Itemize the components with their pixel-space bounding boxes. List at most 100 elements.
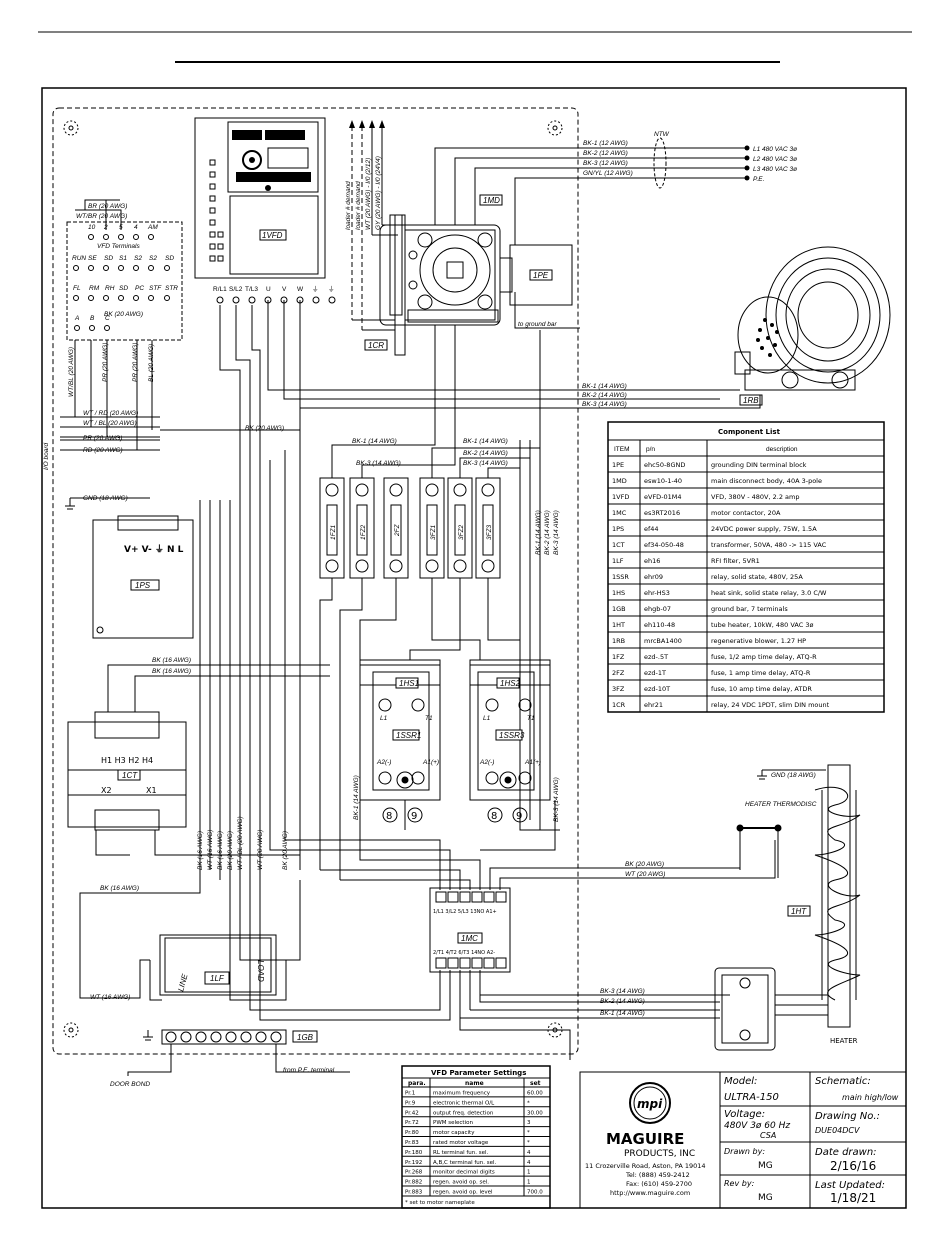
table-cell: ground bar, 7 terminals [711, 605, 788, 613]
svg-text:PC: PC [135, 285, 144, 292]
wire-label-bk14-3b: BK-3 (14 AWG) [356, 460, 401, 467]
wire-label-wtbr: WT/BR (20 AWG) [76, 213, 127, 220]
vfd-params-header-name: name [465, 1080, 484, 1087]
table-cell: 1LF [612, 557, 624, 565]
hs1-label: 1HS1 [399, 679, 419, 688]
vfd-bus-terminals [216, 296, 336, 304]
table-cell: ehc50-8GND [644, 461, 685, 469]
arrow-icon [349, 120, 385, 128]
signal-label-3: WT (20 AWG) - I/0 (2/12) [365, 158, 372, 230]
table-cell: Pr.268 [405, 1170, 423, 1176]
table-cell: 1HT [612, 621, 625, 629]
fuse-wires [319, 325, 541, 880]
drawing-value: DUE04DCV [815, 1126, 860, 1135]
table-cell: electronic thermal O/L [433, 1100, 495, 1106]
lf-line: LINE [176, 972, 189, 992]
fuse-2fz: 2FZ [394, 523, 401, 537]
wire-label-bk14-3: BK-3 (14 AWG) [582, 401, 627, 408]
voltage-value-2: CSA [760, 1131, 776, 1140]
ct-h-labels: H1 H3 H2 H4 [101, 756, 153, 765]
vfd-bus-r: R/L1 [213, 286, 227, 293]
wire-label-ssr-bk1: BK-1 (14 AWG) [353, 775, 360, 820]
mc-bot-terms: 2/T1 4/T2 6/T3 14NO A2- [433, 950, 495, 956]
table-cell: heat sink, solid state relay, 3.0 C/W [711, 589, 827, 597]
table-cell: relay, solid state, 480V, 25A [711, 573, 803, 581]
svg-text:RH: RH [105, 285, 115, 292]
vfd-params-header-para: para. [408, 1080, 426, 1087]
ssr1-t1: T1 [425, 715, 433, 722]
wire-label-bk16-1: BK (16 AWG) [152, 657, 191, 664]
svg-text:SE: SE [88, 255, 97, 262]
ct-x1: X1 [146, 786, 157, 795]
component-list-header-item: ITEM [614, 446, 630, 453]
table-cell: main disconnect body, 40A 3-pole [711, 477, 822, 485]
wire-label-v-bk1: BK-1 (14 AWG) [535, 510, 542, 555]
table-cell: ezd-1T [644, 669, 666, 677]
vfd-terminals-title: VFD Terminals [97, 243, 140, 250]
svg-text:RUN: RUN [72, 255, 86, 262]
ssr1-n9: 9 [411, 811, 417, 822]
wire-label-bk16-v2: BK (16 AWG) [217, 831, 224, 870]
table-cell: eh110-48 [644, 621, 675, 629]
table-cell: PWM selection [433, 1120, 473, 1126]
heater-junction-box [714, 967, 828, 1051]
tube-heater [814, 764, 861, 1028]
wire-label-bk16-3: BK (16 AWG) [100, 885, 139, 892]
table-cell: 1MD [612, 477, 627, 485]
wire-label-br: BR (20 AWG) [88, 203, 127, 210]
ct-wires [95, 664, 330, 856]
updated-label: Last Updated: [815, 1180, 885, 1191]
table-cell: ezd-.5T [644, 653, 668, 661]
ht-label: 1HT [791, 907, 807, 916]
table-cell: Pr.83 [405, 1140, 419, 1146]
table-cell: Pr.1 [405, 1091, 415, 1097]
table-cell: 1CR [612, 701, 626, 709]
pe-label: 1PE [533, 271, 549, 280]
ps-tag [130, 579, 160, 591]
mains-wires [434, 137, 745, 245]
company-fax: Fax: (610) 459-2700 [626, 1180, 692, 1188]
mains-wire-4: GN/YL (12 AWG) [583, 170, 633, 177]
company-tel: Tel: (888) 459-2412 [625, 1171, 690, 1179]
wire-label-v-bk2: BK-2 (14 AWG) [544, 510, 551, 555]
control-relay [394, 214, 406, 356]
wire-label-bk20-vfd: BK (20 AWG) [104, 311, 143, 318]
ground-bar [161, 1029, 287, 1045]
rb-label: 1RB [743, 396, 759, 405]
table-cell: 1HS [612, 589, 625, 597]
wire-label-heater-bk2: BK-2 (14 AWG) [600, 998, 645, 1005]
wire-label-rd: RD (20 AWG) [83, 447, 123, 454]
table-cell: ehr21 [644, 701, 663, 709]
table-cell: ef34-050-48 [644, 541, 684, 549]
signal-label-2: loader # demand [355, 181, 362, 230]
ground-icon: ⏚ [312, 285, 319, 293]
mains-dest-1: L1 480 VAC 3ø [753, 146, 797, 153]
ssr2-n8: 8 [491, 811, 497, 822]
wire-label-heater-bk3: BK-3 (14 AWG) [600, 988, 645, 995]
ps-label: 1PS [135, 581, 151, 590]
model-label: Model: [724, 1076, 757, 1087]
md-tag [479, 194, 503, 206]
table-cell: Pr.180 [405, 1150, 423, 1156]
table-cell: ef44 [644, 525, 659, 533]
drawn-value: MG [758, 1161, 773, 1171]
table-cell: tube heater, 10kW, 480 VAC 3ø [711, 621, 813, 629]
mc-label: 1MC [461, 934, 478, 943]
date-value: 2/16/16 [830, 1159, 876, 1173]
vfd [194, 117, 326, 279]
mains-wire-2: BK-2 (12 AWG) [583, 150, 628, 157]
table-cell: 1GB [612, 605, 626, 613]
wire-label-bk16-2: BK (16 AWG) [152, 668, 191, 675]
table-cell: * [527, 1130, 530, 1136]
table-cell: 1PE [612, 461, 624, 469]
table-cell: regen. avoid op. sel. [433, 1180, 489, 1186]
table-cell: regenerative blower, 1.27 HP [711, 637, 806, 645]
ssr2 [469, 659, 551, 823]
drawing-label: Drawing No.: [815, 1111, 880, 1122]
wire-label-v-bk3: BK-3 (14 AWG) [553, 510, 560, 555]
ct-label: 1CT [122, 771, 138, 780]
vfd-bus-v: V [282, 286, 287, 293]
ntw-label: NTW [654, 131, 670, 138]
table-cell: mrcBA1400 [644, 637, 682, 645]
